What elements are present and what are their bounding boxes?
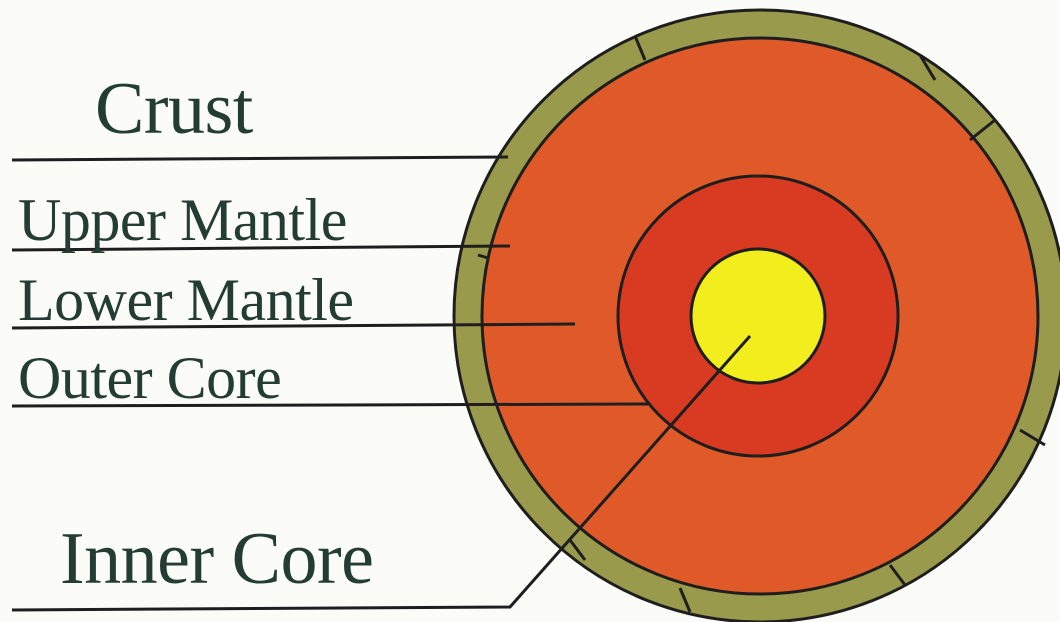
lower-mantle-label: Lower Mantle <box>18 270 354 330</box>
inner-core-label: Inner Core <box>60 522 373 596</box>
upper-mantle-label: Upper Mantle <box>18 190 347 250</box>
crust-label: Crust <box>95 72 253 146</box>
crust-leader-line <box>12 157 508 160</box>
inner-core-layer <box>691 249 825 383</box>
outer-core-label: Outer Core <box>18 348 281 408</box>
